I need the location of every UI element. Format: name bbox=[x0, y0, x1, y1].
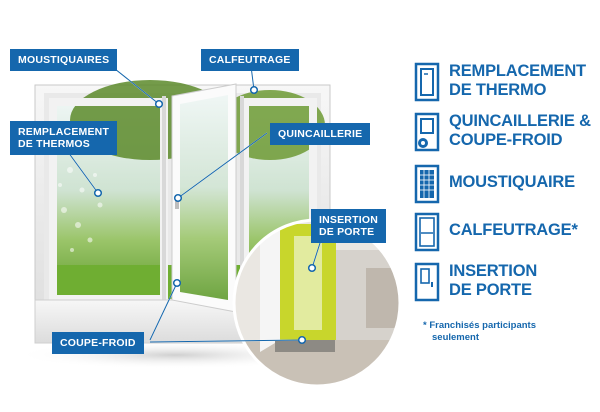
legend-label: INSERTION bbox=[449, 262, 538, 280]
legend-label: COUPE-FROID bbox=[449, 131, 563, 149]
legend-label: MOUSTIQUAIRE bbox=[449, 173, 575, 191]
window-caulk-icon bbox=[414, 212, 440, 252]
label-calfeutrage: CALFEUTRAGE bbox=[201, 49, 299, 71]
legend-label: REMPLACEMENT bbox=[449, 62, 586, 80]
door-icon bbox=[414, 262, 440, 302]
legend-label: CALFEUTRAGE* bbox=[449, 221, 578, 239]
window-gear-icon bbox=[414, 112, 440, 152]
legend-label: DE THERMO bbox=[449, 81, 547, 99]
label-coupe-froid: COUPE-FROID bbox=[52, 332, 144, 354]
label-remplacement-thermos: REMPLACEMENT DE THERMOS bbox=[10, 121, 118, 155]
legend-label: QUINCAILLERIE & bbox=[449, 112, 591, 130]
footnote-line: * Franchisés participants bbox=[423, 320, 536, 331]
legend-item-remplacement: REMPLACEMENT DE THERMO bbox=[414, 62, 586, 102]
label-quincaillerie: QUINCAILLERIE bbox=[270, 123, 371, 145]
label-insertion-porte: INSERTION DE PORTE bbox=[311, 209, 386, 243]
window-replace-icon bbox=[414, 62, 440, 102]
legend-item-moustiquaire: MOUSTIQUAIRE bbox=[414, 164, 575, 204]
footnote: * Franchisés participants seulement bbox=[423, 320, 536, 344]
label-moustiquaires: MOUSTIQUAIRES bbox=[10, 49, 118, 71]
footnote-line: seulement bbox=[432, 332, 479, 343]
legend-item-quincaillerie: QUINCAILLERIE & COUPE-FROID bbox=[414, 112, 591, 152]
window-screen-icon bbox=[414, 164, 440, 204]
legend-item-insertion-porte: INSERTION DE PORTE bbox=[414, 262, 537, 302]
legend-item-calfeutrage: CALFEUTRAGE* bbox=[414, 212, 578, 252]
legend-label: DE PORTE bbox=[449, 281, 532, 299]
